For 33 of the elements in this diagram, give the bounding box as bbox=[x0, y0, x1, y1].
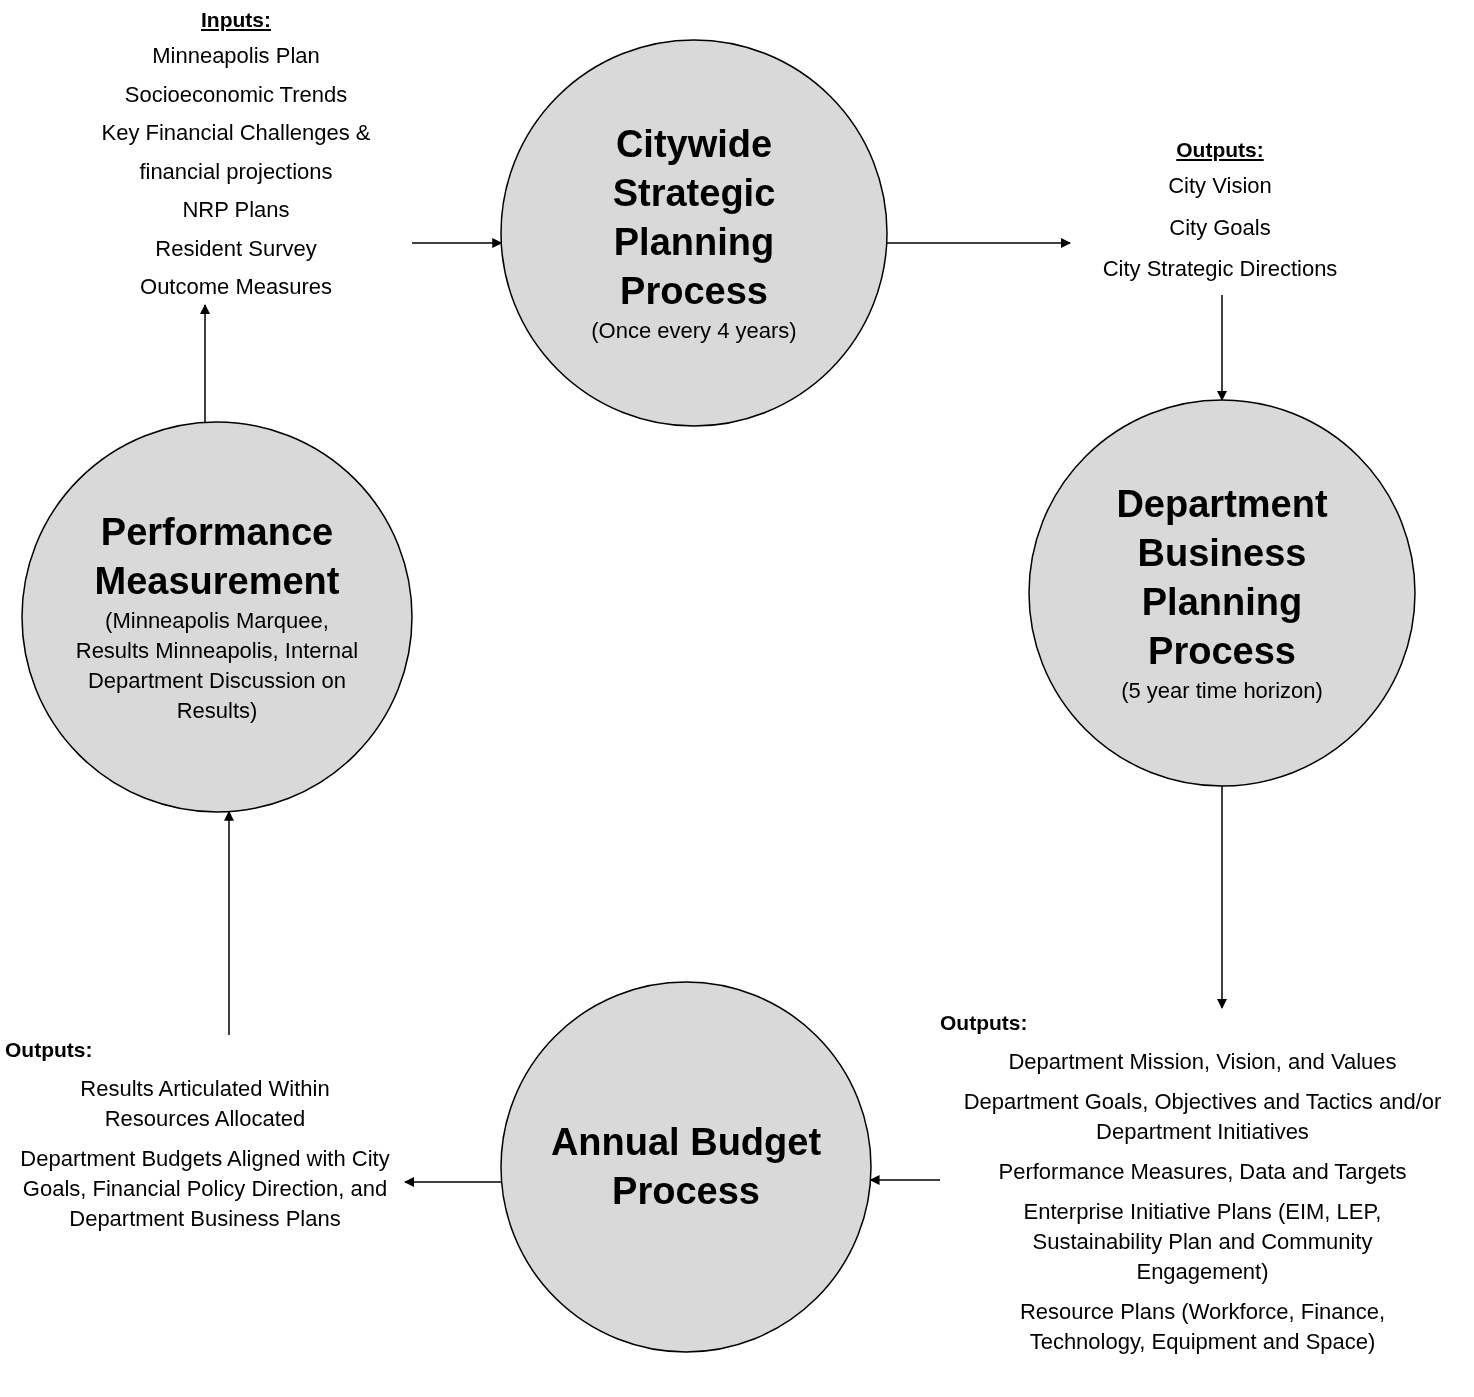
arrow bbox=[404, 1177, 503, 1187]
list-item: Resource Plans (Workforce, Finance, Technology, Equipment and Space) bbox=[1018, 1298, 1387, 1356]
list-heading: Inputs: bbox=[201, 7, 271, 33]
list-heading: Outputs: bbox=[1176, 137, 1264, 163]
process-title: Performance Measurement bbox=[93, 510, 341, 604]
list-item: Enterprise Initiative Plans (EIM, LEP, Sustainability Plan and Community Engagement) bbox=[1022, 1198, 1383, 1286]
list-item: Resident Survey bbox=[155, 234, 317, 263]
process-title: Department Business Planning Process bbox=[1115, 482, 1329, 674]
arrow bbox=[200, 304, 210, 424]
list-item: Performance Measures, Data and Targets bbox=[998, 1158, 1407, 1186]
list-item: Department Budgets Aligned with City Goals, Financial Policy Direction, and Department Business Plans bbox=[19, 1145, 391, 1233]
arrow bbox=[1217, 294, 1227, 401]
list-item: City Vision bbox=[1168, 172, 1272, 200]
list-item: Department Mission, Vision, and Values bbox=[1008, 1048, 1397, 1076]
list-heading: Outputs: bbox=[5, 1037, 93, 1063]
list-item: Results Articulated Within Resources Allocated bbox=[79, 1075, 331, 1133]
list-item: Socioeconomic Trends bbox=[124, 80, 348, 109]
list-item: Key Financial Challenges & financial projections bbox=[100, 119, 372, 186]
list-item: Outcome Measures bbox=[140, 273, 332, 301]
list-item: City Strategic Directions bbox=[1102, 255, 1338, 283]
process-title: Annual Budget Process bbox=[549, 1120, 823, 1214]
arrow bbox=[224, 810, 234, 1036]
list-item: City Goals bbox=[1169, 213, 1271, 242]
process-note: (Minneapolis Marquee, Results Minneapolis, Internal Department Discussion on Results) bbox=[74, 607, 360, 725]
process-title: Citywide Strategic Planning Process bbox=[611, 122, 777, 314]
list-item: Department Goals, Objectives and Tactics and/or Department Initiatives bbox=[962, 1088, 1443, 1146]
list-heading: Outputs: bbox=[940, 1010, 1028, 1036]
arrow bbox=[886, 238, 1071, 248]
process-note: (Once every 4 years) bbox=[591, 317, 797, 345]
list-item: Minneapolis Plan bbox=[152, 42, 320, 70]
process-note: (5 year time horizon) bbox=[1121, 677, 1323, 705]
list-item: NRP Plans bbox=[182, 196, 290, 224]
arrow bbox=[1217, 785, 1227, 1009]
